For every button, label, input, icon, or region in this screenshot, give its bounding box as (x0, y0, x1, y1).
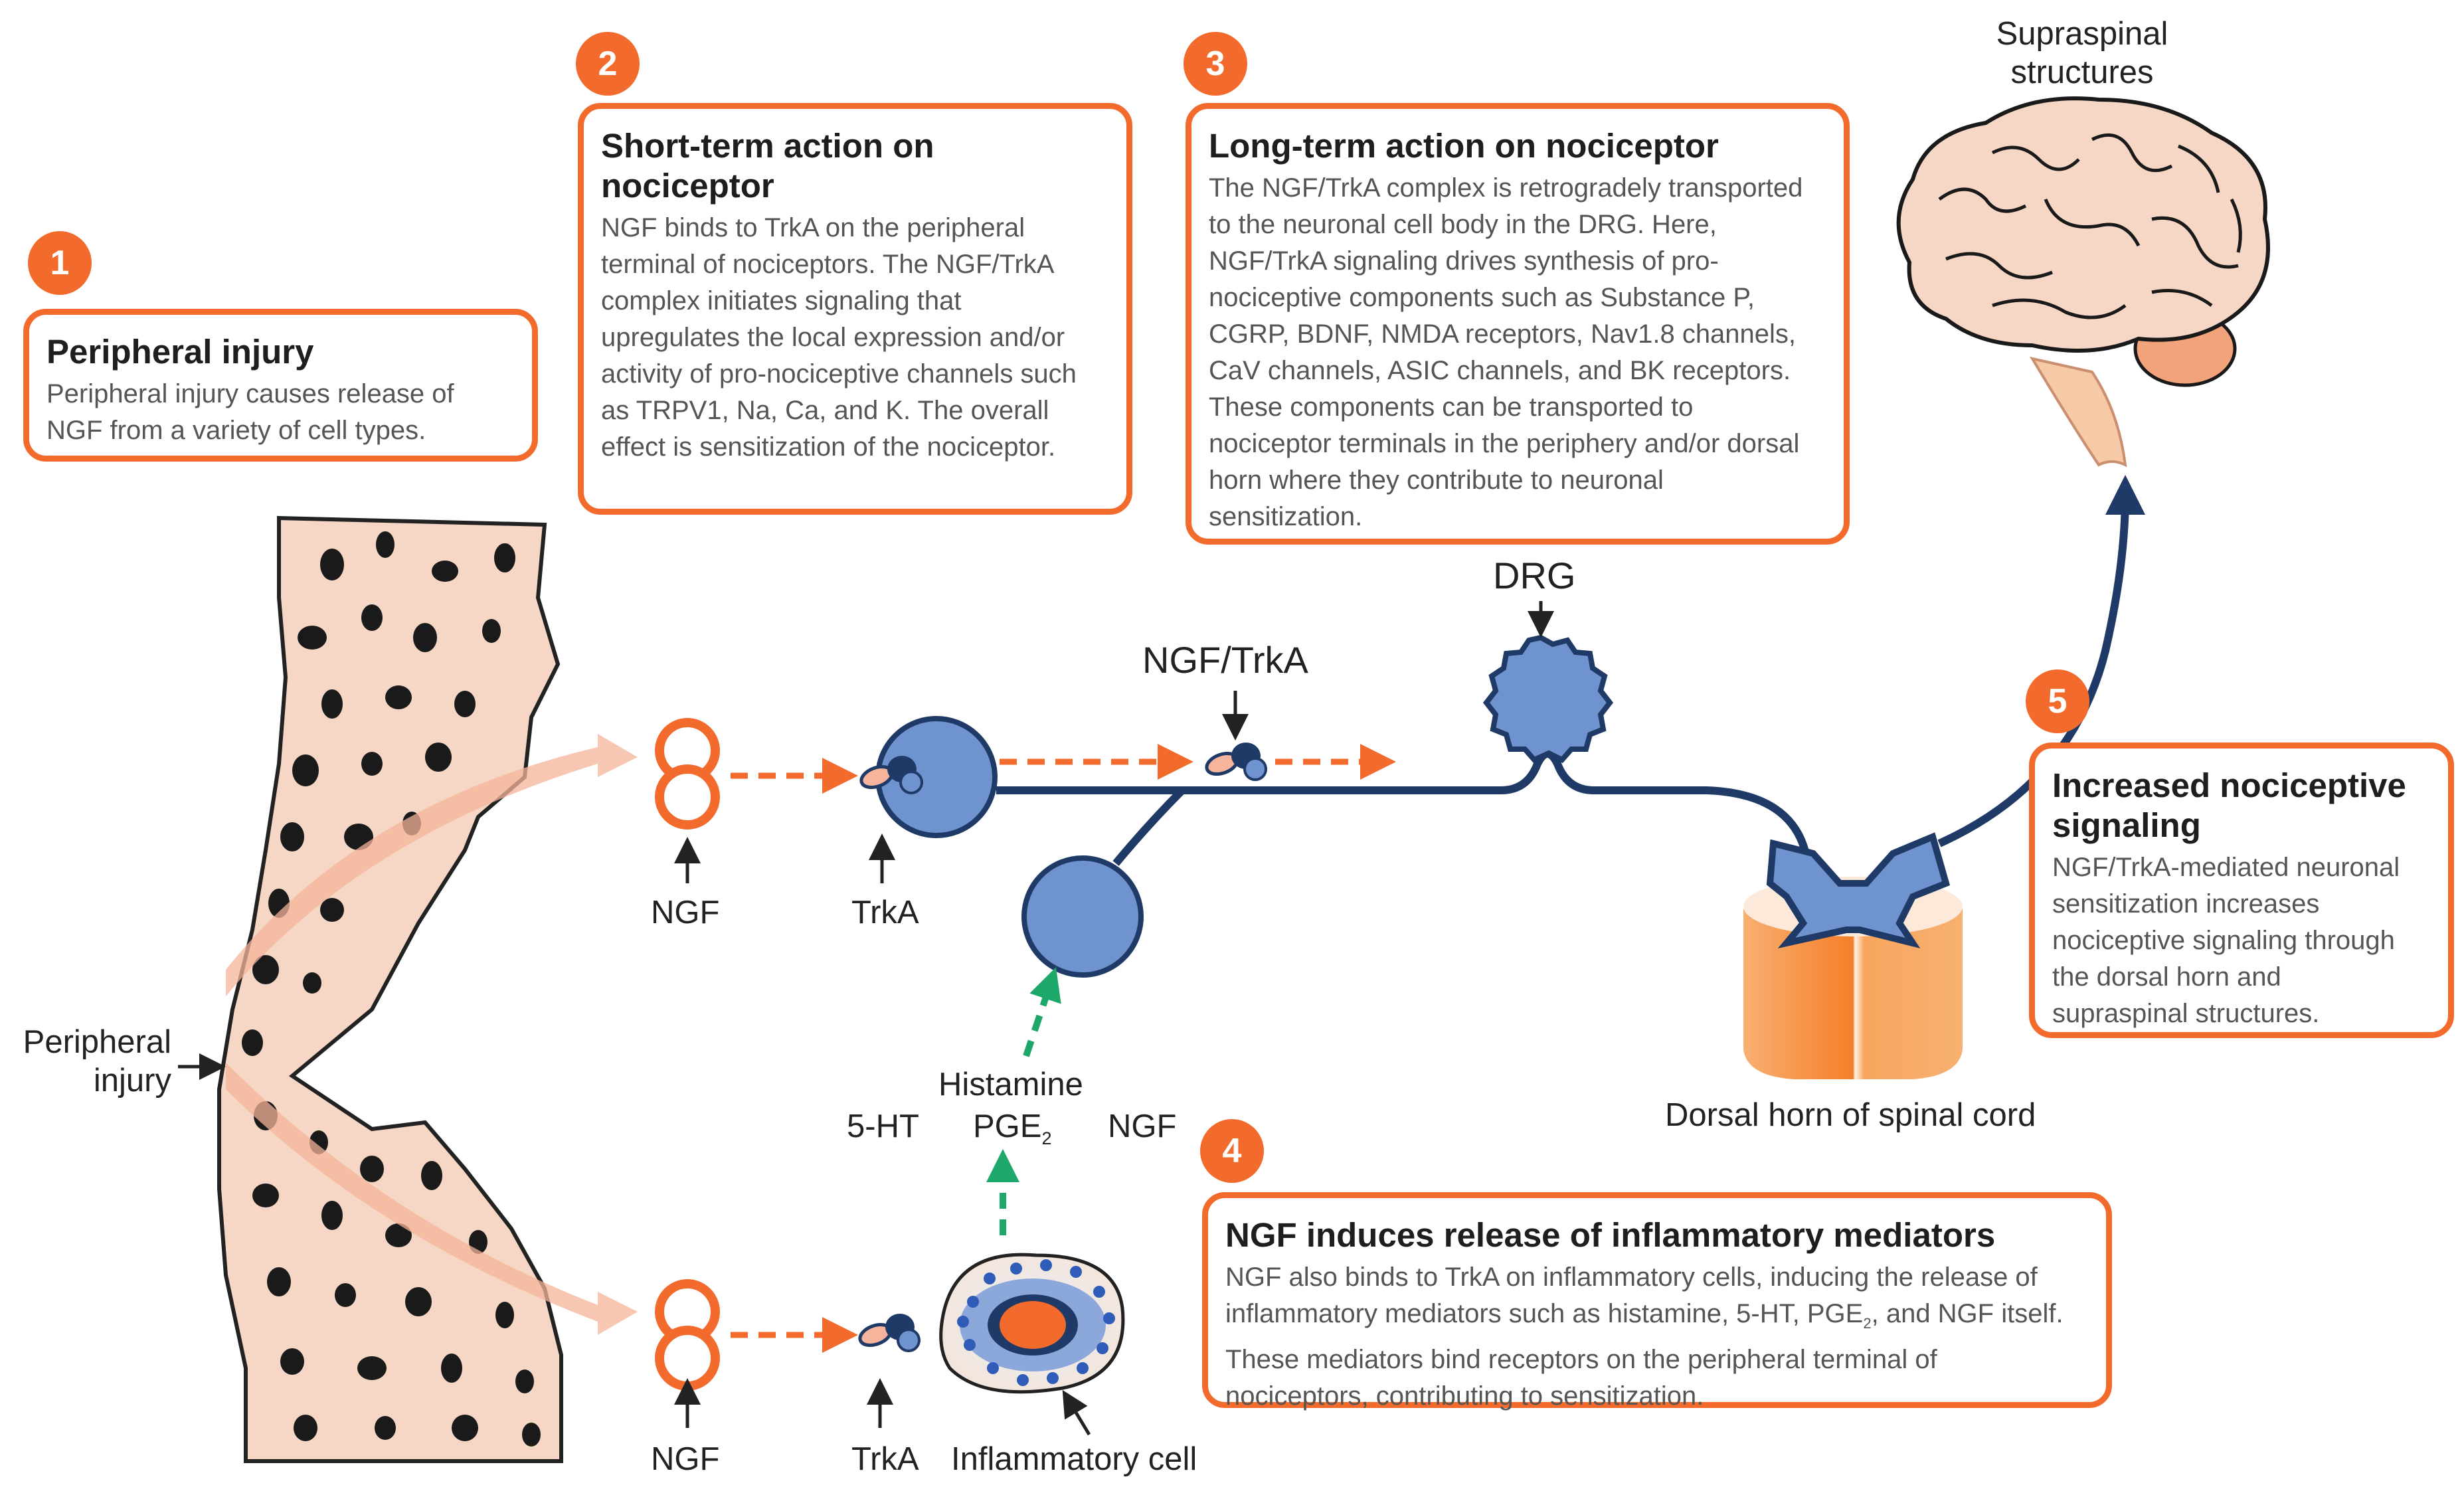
ngf-trka-complex (1205, 743, 1267, 781)
step-3-title: Long-term action on nociceptor (1209, 127, 1719, 165)
tissue-outline (217, 515, 563, 1463)
drg-label: DRG (1493, 555, 1576, 596)
mediator-to-terminal-arrow (1023, 967, 1061, 1057)
peripheral-injury-label: Peripheral injury (15, 1023, 171, 1100)
peripheral-injury-label-line1: Peripheral (23, 1024, 171, 1060)
inflammatory-cell (939, 1253, 1125, 1394)
trka-top-label: TrkA (851, 895, 919, 930)
step-1-body: Peripheral injury causes release of NGF … (46, 379, 454, 445)
step-4-body-subscript: 2 (1863, 1315, 1872, 1332)
ascending-signal-arrow (1937, 475, 2145, 847)
brain (1896, 96, 2270, 468)
dorsal-horn-grey-matter (1766, 832, 1951, 949)
step-2-badge: 2 (576, 32, 640, 96)
peripheral-terminal-lower (1021, 855, 1144, 978)
inflammatory-granules (957, 1259, 1115, 1386)
pge2-label-base: PGE (973, 1108, 1042, 1144)
tissue-cell-nuclei (242, 531, 541, 1447)
supraspinal-label: Supraspinal structures (1963, 15, 2202, 92)
ngf-dimer-top (655, 718, 720, 830)
trka-receptor-bottom (858, 1314, 921, 1352)
release-arrow-lower (226, 1063, 638, 1335)
nociceptor-neuron (875, 634, 1810, 978)
step-4-body-end: , and NGF itself. These mediators bind r… (1225, 1299, 2064, 1411)
ngf-mediator-label: NGF (1108, 1108, 1177, 1144)
step-4-body: NGF also binds to TrkA on inflammatory c… (1225, 1259, 2082, 1415)
ngf-dimer-bottom (655, 1279, 720, 1391)
step-4-badge: 4 (1200, 1119, 1264, 1183)
step-4-body-start: NGF also binds to TrkA on inflammatory c… (1225, 1263, 2038, 1328)
trka-receptor-top (859, 756, 923, 794)
step-5-title: Increased nociceptive signaling (2052, 766, 2406, 844)
step-1-badge: 1 (28, 231, 92, 295)
step-4-title: NGF induces release of inflammatory medi… (1225, 1216, 1996, 1254)
supraspinal-label-line2: structures (2010, 54, 2154, 90)
step-3-box: Long-term action on nociceptor The NGF/T… (1186, 103, 1850, 545)
dorsal-horn-label: Dorsal horn of spinal cord (1665, 1097, 2036, 1133)
five-ht-label: 5-HT (847, 1108, 919, 1144)
step-4-box: NGF induces release of inflammatory medi… (1202, 1192, 2112, 1411)
injured-tissue (217, 515, 638, 1463)
pge2-label: PGE2 (973, 1107, 1051, 1158)
step-3-body: The NGF/TrkA complex is retrogradely tra… (1209, 173, 1803, 531)
step-3-badge: 3 (1184, 32, 1247, 96)
ngf-bottom-label: NGF (651, 1441, 720, 1477)
step-5-badge: 5 (2026, 669, 2089, 733)
axon-branch (1112, 787, 1186, 866)
drg-cell-body (1482, 634, 1614, 763)
axon (996, 750, 1810, 858)
step-2-box: Short-term action on nociceptor NGF bind… (578, 103, 1132, 515)
brain-gyri (1938, 133, 2242, 319)
step-2-body: NGF binds to TrkA on the peripheral term… (601, 213, 1077, 462)
ngf-top-label: NGF (651, 895, 720, 930)
step-1-box: Peripheral injury Peripheral injury caus… (23, 309, 538, 462)
ngf-trka-label: NGF/TrkA (1142, 639, 1308, 681)
step-5-box: Increased nociceptive signaling NGF/TrkA… (2029, 743, 2454, 1038)
trka-bottom-label: TrkA (851, 1441, 919, 1477)
release-arrow-upper (226, 734, 638, 996)
step-1-title: Peripheral injury (46, 333, 314, 371)
histamine-label: Histamine (938, 1067, 1083, 1102)
supraspinal-label-line1: Supraspinal (1996, 16, 2168, 52)
pge2-label-subscript: 2 (1041, 1128, 1052, 1148)
step-2-title: Short-term action on nociceptor (601, 127, 934, 205)
peripheral-injury-label-line2: injury (93, 1063, 171, 1099)
inflammatory-cell-pointer (1062, 1389, 1091, 1436)
spinal-cord (1743, 832, 1963, 1079)
inflammatory-cell-label: Inflammatory cell (951, 1441, 1197, 1477)
step-5-body: NGF/TrkA-mediated neuronal sensitization… (2052, 853, 2400, 1028)
